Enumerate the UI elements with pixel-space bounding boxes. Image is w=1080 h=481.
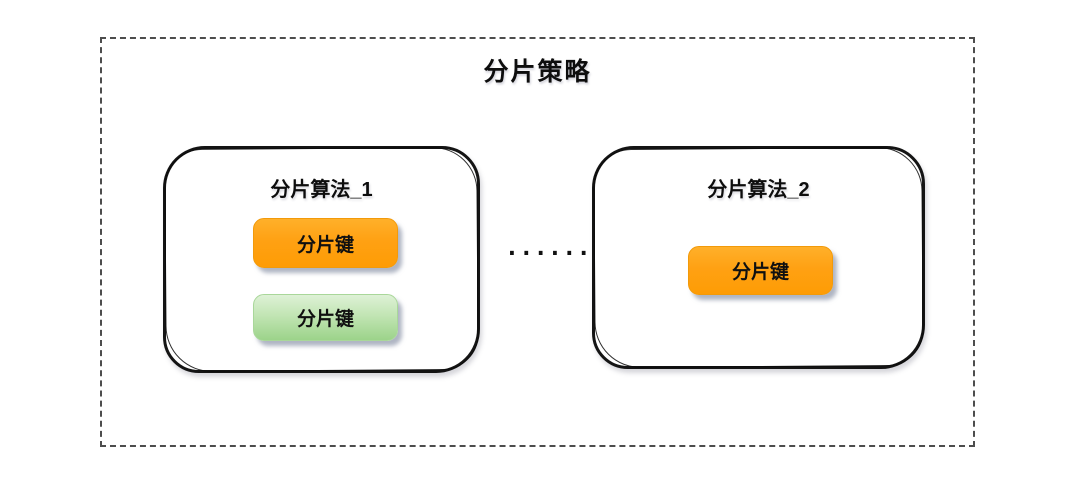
algorithm-1-title: 分片算法_1 <box>270 179 373 201</box>
shard-key-orange-2: 分片键 <box>688 246 833 295</box>
algorithm-box-2: 分片算法_2 分片键 <box>592 146 925 369</box>
algorithm-2-title: 分片算法_2 <box>707 179 810 201</box>
shard-key-orange-1: 分片键 <box>253 218 398 268</box>
algorithm-box-1: 分片算法_1 分片键 分片键 <box>163 146 480 373</box>
continuation-ellipsis: ....... <box>505 235 606 261</box>
shard-key-green-1: 分片键 <box>253 294 398 341</box>
diagram-title: 分片策略 <box>483 58 592 86</box>
